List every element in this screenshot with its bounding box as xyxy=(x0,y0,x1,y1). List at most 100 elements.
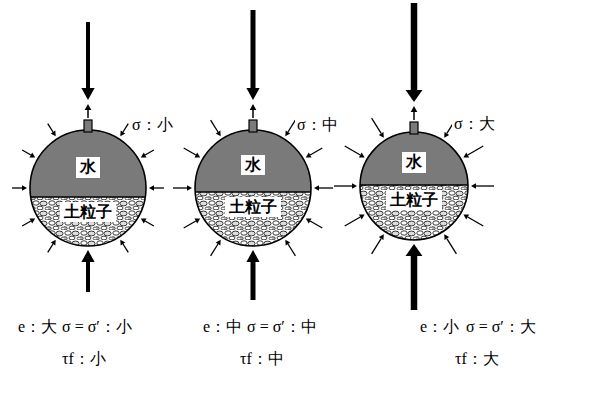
drain-nozzle xyxy=(249,120,257,132)
arrow-head xyxy=(359,153,365,158)
arrow-head xyxy=(471,183,476,189)
arrow-head xyxy=(120,131,125,137)
soil-tag: 土粒子 xyxy=(386,190,442,210)
membrane xyxy=(30,130,146,246)
arrow-head xyxy=(352,183,357,189)
arrow-head xyxy=(406,90,423,102)
force-arrow xyxy=(288,244,295,256)
force-arrow xyxy=(251,10,256,88)
arrow-head xyxy=(216,131,221,137)
arrow-head xyxy=(187,185,192,191)
tag-text: 土粒子 xyxy=(64,202,112,221)
force-arrow xyxy=(154,187,164,188)
arrow-head xyxy=(141,219,147,224)
force-arrow xyxy=(22,150,31,155)
arrow-head xyxy=(81,250,94,262)
force-arrow xyxy=(345,146,361,155)
arrow-head xyxy=(314,185,319,191)
tag-text: 水 xyxy=(80,157,96,176)
stress-label: σ：大 xyxy=(452,115,497,133)
drain-nozzle xyxy=(410,122,418,134)
arrow-head xyxy=(51,131,56,137)
arrow-head xyxy=(51,240,56,246)
stress-label: σ：小 xyxy=(130,116,175,134)
arrow-head xyxy=(379,132,384,138)
force-arrow xyxy=(87,110,89,118)
arrow-head xyxy=(406,244,423,256)
force-arrow xyxy=(319,187,333,188)
arrow-head xyxy=(306,219,312,224)
arrow-head xyxy=(463,215,469,220)
specimen xyxy=(334,3,494,310)
water-region xyxy=(30,130,146,197)
force-arrow xyxy=(145,221,154,226)
force-arrow xyxy=(184,148,196,155)
force-arrow xyxy=(48,244,53,252)
result-label: τf：小 xyxy=(62,350,106,368)
force-arrow xyxy=(372,118,382,133)
result-label: e：大 xyxy=(18,318,57,336)
membrane xyxy=(360,132,468,240)
result-label: τf：大 xyxy=(455,350,499,368)
force-arrow xyxy=(251,262,256,300)
arrow-head xyxy=(444,234,449,240)
arrow-head xyxy=(120,240,125,246)
arrow-head xyxy=(250,104,257,110)
membrane xyxy=(195,130,311,246)
arrow-head xyxy=(285,131,290,137)
tag-text: 土粒子 xyxy=(229,197,277,216)
arrow-head xyxy=(379,234,384,240)
drain-nozzle xyxy=(84,120,92,132)
force-arrow xyxy=(86,262,90,292)
specimen xyxy=(12,22,164,292)
force-arrow xyxy=(173,187,187,188)
stress-label: σ：中 xyxy=(295,116,340,134)
force-arrow xyxy=(86,22,90,88)
arrow-head xyxy=(194,153,200,158)
force-arrow xyxy=(447,239,457,254)
force-arrow xyxy=(123,244,128,252)
water-tag: 水 xyxy=(241,155,265,175)
force-arrow xyxy=(345,217,361,226)
water-region xyxy=(195,130,311,192)
force-arrow xyxy=(334,185,352,186)
arrow-head xyxy=(29,153,35,158)
result-label: e：中 xyxy=(203,318,242,336)
force-arrow xyxy=(12,187,22,188)
force-arrow xyxy=(123,124,128,132)
force-arrow xyxy=(211,120,218,132)
force-arrow xyxy=(413,112,415,120)
force-arrow xyxy=(211,244,218,256)
water-tag: 水 xyxy=(402,152,426,172)
arrow-head xyxy=(194,219,200,224)
soil-region xyxy=(30,197,146,246)
arrow-head xyxy=(285,240,290,246)
force-arrow xyxy=(48,124,53,132)
arrow-head xyxy=(216,240,221,246)
result-label: e：小 xyxy=(420,318,459,336)
soil-region xyxy=(360,185,468,240)
force-arrow xyxy=(372,239,382,254)
arrow-head xyxy=(149,185,154,191)
soil-region xyxy=(195,192,311,246)
force-arrow xyxy=(468,146,484,155)
result-label: σ = σ′：中 xyxy=(247,318,317,336)
force-arrow xyxy=(310,148,322,155)
force-arrow xyxy=(476,185,494,186)
specimen xyxy=(173,10,333,300)
arrow-head xyxy=(246,250,259,262)
soil-tag: 土粒子 xyxy=(60,202,116,222)
result-label: τf：中 xyxy=(240,350,284,368)
force-arrow xyxy=(252,110,254,118)
force-arrow xyxy=(411,3,418,90)
arrow-head xyxy=(85,104,92,110)
force-arrow xyxy=(184,221,196,228)
force-arrow xyxy=(145,150,154,155)
arrow-head xyxy=(463,153,469,158)
interface-line xyxy=(30,196,146,198)
force-arrow xyxy=(310,221,322,228)
force-arrow xyxy=(468,217,484,226)
interface-line xyxy=(195,191,311,193)
arrow-head xyxy=(29,219,35,224)
